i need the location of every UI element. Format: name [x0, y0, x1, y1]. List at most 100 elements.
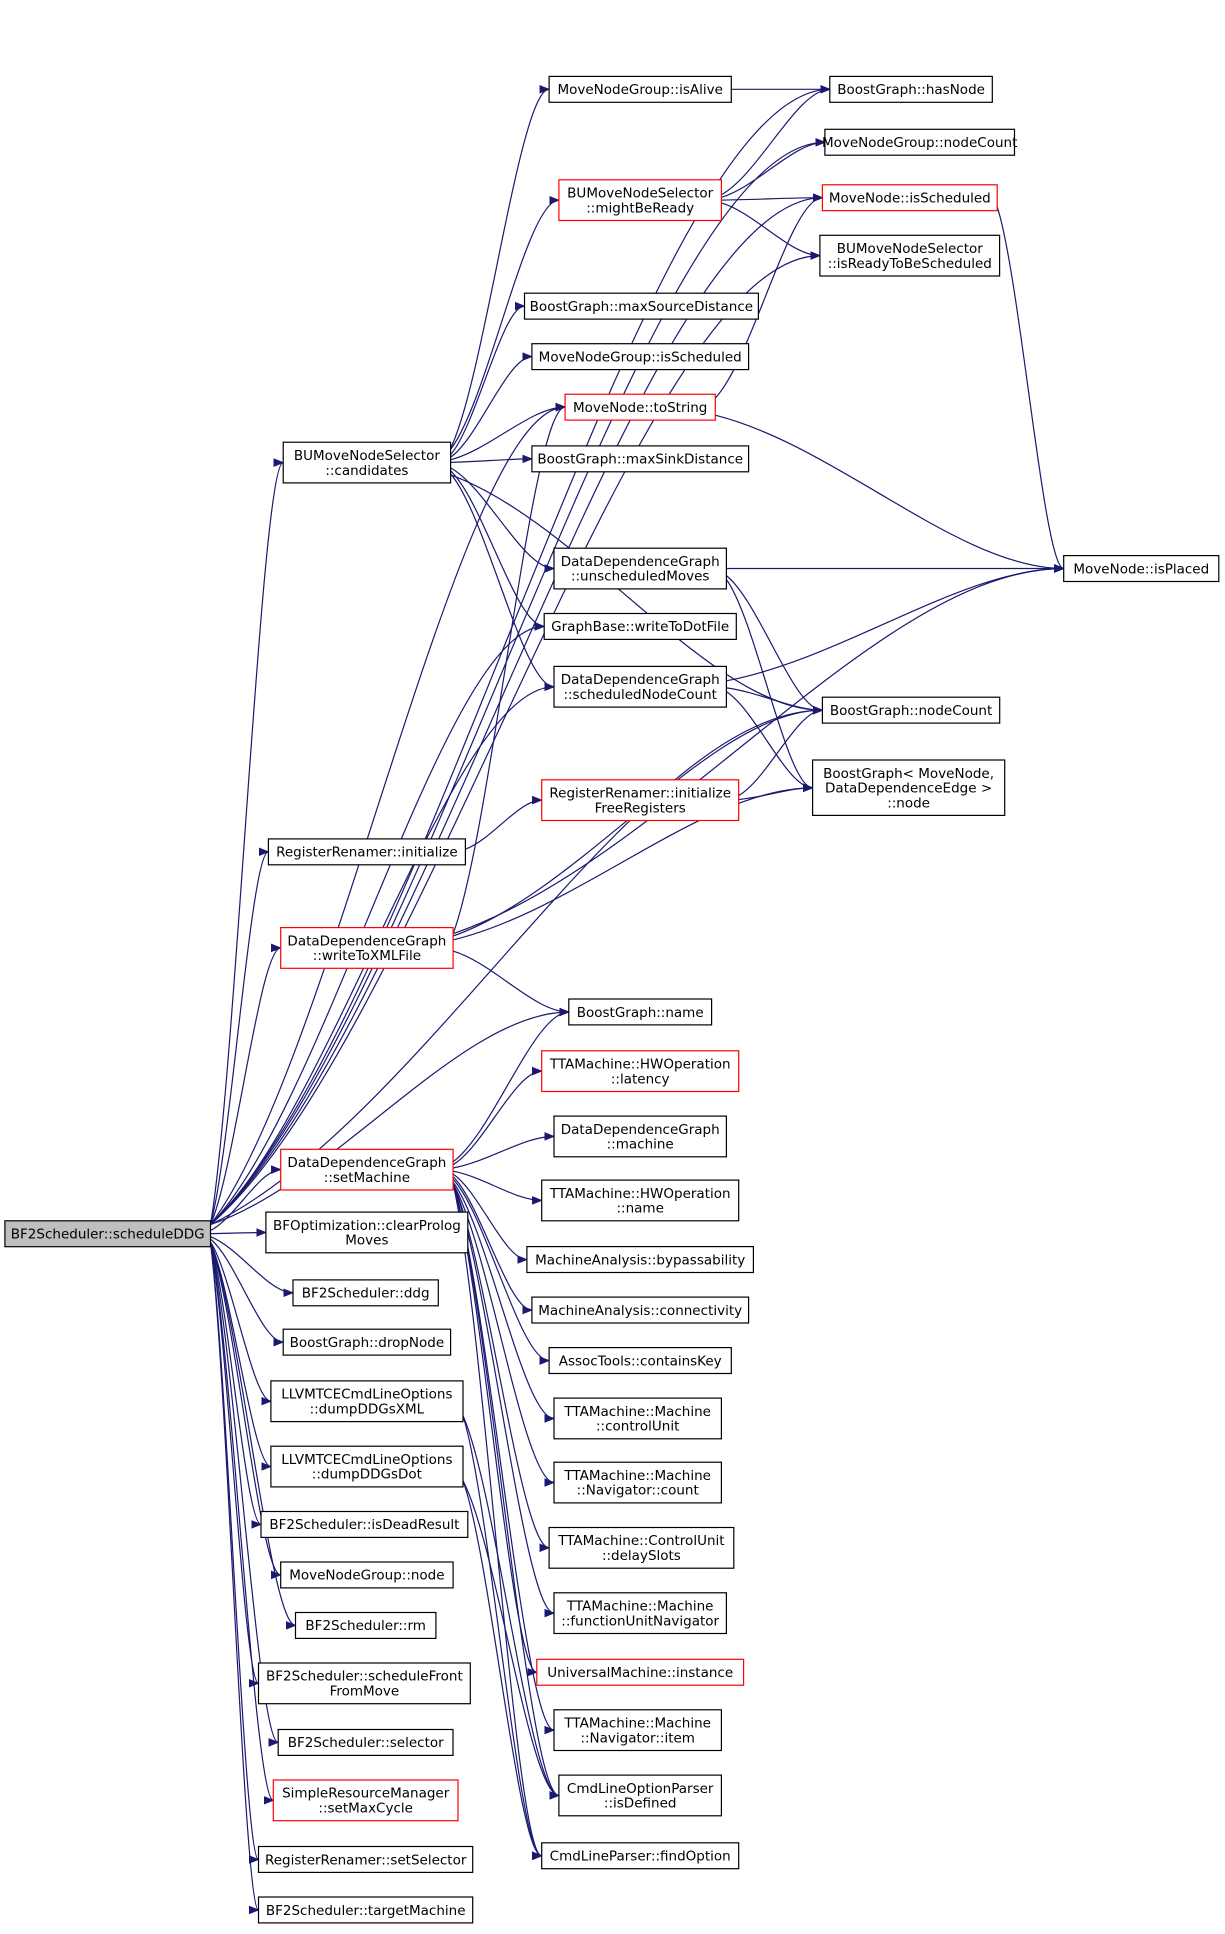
node-box — [270, 1380, 464, 1423]
node-box — [819, 234, 1001, 277]
graph-node-navItem[interactable]: TTAMachine::Machine::Navigator::item — [553, 1709, 722, 1752]
node-label: BUMoveNodeSelector — [567, 186, 713, 202]
node-box — [260, 1510, 469, 1538]
call-edge-root-to-candidates — [209, 463, 284, 1225]
node-box — [280, 926, 454, 969]
graph-node-navCount[interactable]: TTAMachine::Machine::Navigator::count — [553, 1461, 722, 1504]
graph-node-mngNode[interactable]: MoveNodeGroup::node — [280, 1561, 454, 1589]
node-box — [531, 343, 750, 371]
node-label: FreeRegisters — [595, 800, 686, 816]
node-box — [821, 184, 998, 212]
graph-node-writeToXMLFile[interactable]: DataDependenceGraph::writeToXMLFile — [280, 926, 454, 969]
node-label: LLVMTCECmdLineOptions — [281, 1452, 452, 1468]
graph-node-isReadyToBeScheduled[interactable]: BUMoveNodeSelector::isReadyToBeScheduled — [819, 234, 1001, 277]
call-edge-setMachine-to-bypassability — [452, 1173, 527, 1260]
node-label: FromMove — [330, 1684, 400, 1700]
node-box — [553, 1709, 722, 1752]
call-edge-mightBeReady-to-mnIsScheduled — [721, 198, 823, 200]
graph-node-isDeadResult[interactable]: BF2Scheduler::isDeadResult — [260, 1510, 469, 1538]
graph-node-ddg[interactable]: BF2Scheduler::ddg — [292, 1279, 439, 1307]
graph-node-isPlaced[interactable]: MoveNode::isPlaced — [1063, 554, 1220, 583]
graph-node-hwName[interactable]: TTAMachine::HWOperation::name — [541, 1179, 740, 1222]
node-box — [553, 665, 727, 708]
call-edge-candidates-to-scheduledNodeCount — [450, 473, 554, 687]
graph-node-mnIsScheduled[interactable]: MoveNode::isScheduled — [821, 184, 998, 212]
node-label: ::controlUnit — [596, 1419, 679, 1435]
graph-node-unscheduledMoves[interactable]: DataDependenceGraph::unscheduledMoves — [553, 547, 727, 590]
graph-node-findOption[interactable]: CmdLineParser::findOption — [541, 1842, 740, 1870]
call-edge-dumpXML-to-findOption — [462, 1415, 542, 1856]
graph-node-targetMachine[interactable]: BF2Scheduler::targetMachine — [257, 1896, 474, 1924]
graph-node-bgName[interactable]: BoostGraph::name — [568, 998, 713, 1026]
graph-node-fuNavigator[interactable]: TTAMachine::Machine::functionUnitNavigat… — [553, 1592, 727, 1635]
graph-node-hwLatency[interactable]: TTAMachine::HWOperation::latency — [541, 1050, 740, 1093]
graph-node-candidates[interactable]: BUMoveNodeSelector::candidates — [282, 441, 452, 484]
graph-node-setSelector[interactable]: RegisterRenamer::setSelector — [257, 1845, 474, 1873]
graph-node-setMachine[interactable]: DataDependenceGraph::setMachine — [280, 1148, 454, 1191]
graph-node-setMaxCycle[interactable]: SimpleResourceManager::setMaxCycle — [272, 1779, 459, 1822]
node-box — [294, 1611, 437, 1639]
graph-node-mngIsScheduled[interactable]: MoveNodeGroup::isScheduled — [531, 343, 750, 371]
node-box — [558, 1774, 723, 1817]
call-edge-writeToXMLFile-to-toString — [452, 407, 565, 934]
graph-node-dropNode[interactable]: BoostGraph::dropNode — [282, 1328, 452, 1356]
graph-node-toString[interactable]: MoveNode::toString — [564, 393, 716, 421]
graph-node-maxSourceDistance[interactable]: BoostGraph::maxSourceDistance — [523, 292, 759, 320]
node-label: BF2Scheduler::rm — [305, 1618, 426, 1634]
graph-node-mngIsAlive[interactable]: MoveNodeGroup::isAlive — [548, 75, 732, 103]
graph-node-bgNode[interactable]: BoostGraph< MoveNode,DataDependenceEdge … — [811, 759, 1006, 817]
call-edge-root-to-setMachine — [210, 1170, 281, 1232]
graph-node-umInstance[interactable]: UniversalMachine::instance — [536, 1658, 745, 1686]
graph-node-mngNodeCount[interactable]: MoveNodeGroup::nodeCount — [822, 128, 1017, 156]
graph-node-isDefined[interactable]: CmdLineOptionParser::isDefined — [558, 1774, 723, 1817]
graph-node-delaySlots[interactable]: TTAMachine::ControlUnit::delaySlots — [548, 1526, 735, 1569]
node-box — [541, 1050, 740, 1093]
graph-node-bypassability[interactable]: MachineAnalysis::bypassability — [526, 1245, 755, 1274]
node-label: BF2Scheduler::isDeadResult — [269, 1517, 459, 1533]
call-edge-writeToXMLFile-to-bgNodeCount — [452, 710, 822, 937]
node-label: ::writeToXMLFile — [313, 948, 421, 964]
node-label: BUMoveNodeSelector — [294, 448, 440, 464]
graph-node-ddgMachine[interactable]: DataDependenceGraph::machine — [553, 1115, 727, 1158]
node-label: BoostGraph::dropNode — [290, 1335, 445, 1351]
call-edge-scheduledNodeCount-to-bgNode — [726, 691, 812, 788]
graph-node-scheduledNodeCount[interactable]: DataDependenceGraph::scheduledNodeCount — [553, 665, 727, 708]
node-label: BoostGraph::hasNode — [837, 82, 985, 98]
node-label: RegisterRenamer::setSelector — [265, 1852, 467, 1868]
call-edge-root-to-writeToDotFile — [210, 626, 545, 1226]
node-label: DataDependenceGraph — [561, 554, 720, 570]
node-box — [270, 1445, 464, 1488]
node-label: ::dumpDDGsXML — [310, 1401, 425, 1417]
graph-node-controlUnit[interactable]: TTAMachine::Machine::controlUnit — [553, 1397, 722, 1440]
call-edge-root-to-selector — [209, 1242, 279, 1743]
graph-node-dumpXML[interactable]: LLVMTCECmdLineOptions::dumpDDGsXML — [270, 1380, 464, 1423]
node-label: BoostGraph::maxSinkDistance — [537, 452, 743, 468]
graph-node-writeToDotFile[interactable]: GraphBase::writeToDotFile — [543, 612, 737, 640]
call-edge-root-to-rrInitialize — [209, 852, 269, 1225]
node-box — [257, 1662, 471, 1705]
graph-node-mightBeReady[interactable]: BUMoveNodeSelector::mightBeReady — [558, 179, 723, 222]
node-box — [536, 1658, 745, 1686]
graph-node-dumpDot[interactable]: LLVMTCECmdLineOptions::dumpDDGsDot — [270, 1445, 464, 1488]
graph-node-rm[interactable]: BF2Scheduler::rm — [294, 1611, 437, 1639]
node-label: ::scheduledNodeCount — [563, 687, 717, 703]
call-edge-rrInitialize-to-initFreeRegs — [465, 800, 541, 850]
node-label: ::setMaxCycle — [318, 1801, 413, 1817]
node-box — [553, 1592, 727, 1635]
graph-node-connectivity[interactable]: MachineAnalysis::connectivity — [531, 1296, 750, 1324]
node-label: ::unscheduledMoves — [571, 569, 710, 585]
graph-node-selector[interactable]: BF2Scheduler::selector — [277, 1728, 454, 1756]
graph-node-maxSinkDistance[interactable]: BoostGraph::maxSinkDistance — [531, 445, 750, 473]
graph-node-hasNode[interactable]: BoostGraph::hasNode — [829, 75, 993, 103]
call-edge-setMachine-to-controlUnit — [452, 1181, 554, 1418]
graph-node-bgNodeCount[interactable]: BoostGraph::nodeCount — [821, 696, 1001, 724]
graph-node-containsKey[interactable]: AssocTools::containsKey — [548, 1346, 732, 1375]
call-edge-writeToXMLFile-to-bgName — [452, 950, 569, 1012]
node-label: TTAMachine::Machine — [563, 1716, 711, 1732]
graph-node-rrInitialize[interactable]: RegisterRenamer::initialize — [267, 838, 466, 866]
node-label: TTAMachine::HWOperation — [549, 1186, 731, 1202]
node-box — [541, 1179, 740, 1222]
